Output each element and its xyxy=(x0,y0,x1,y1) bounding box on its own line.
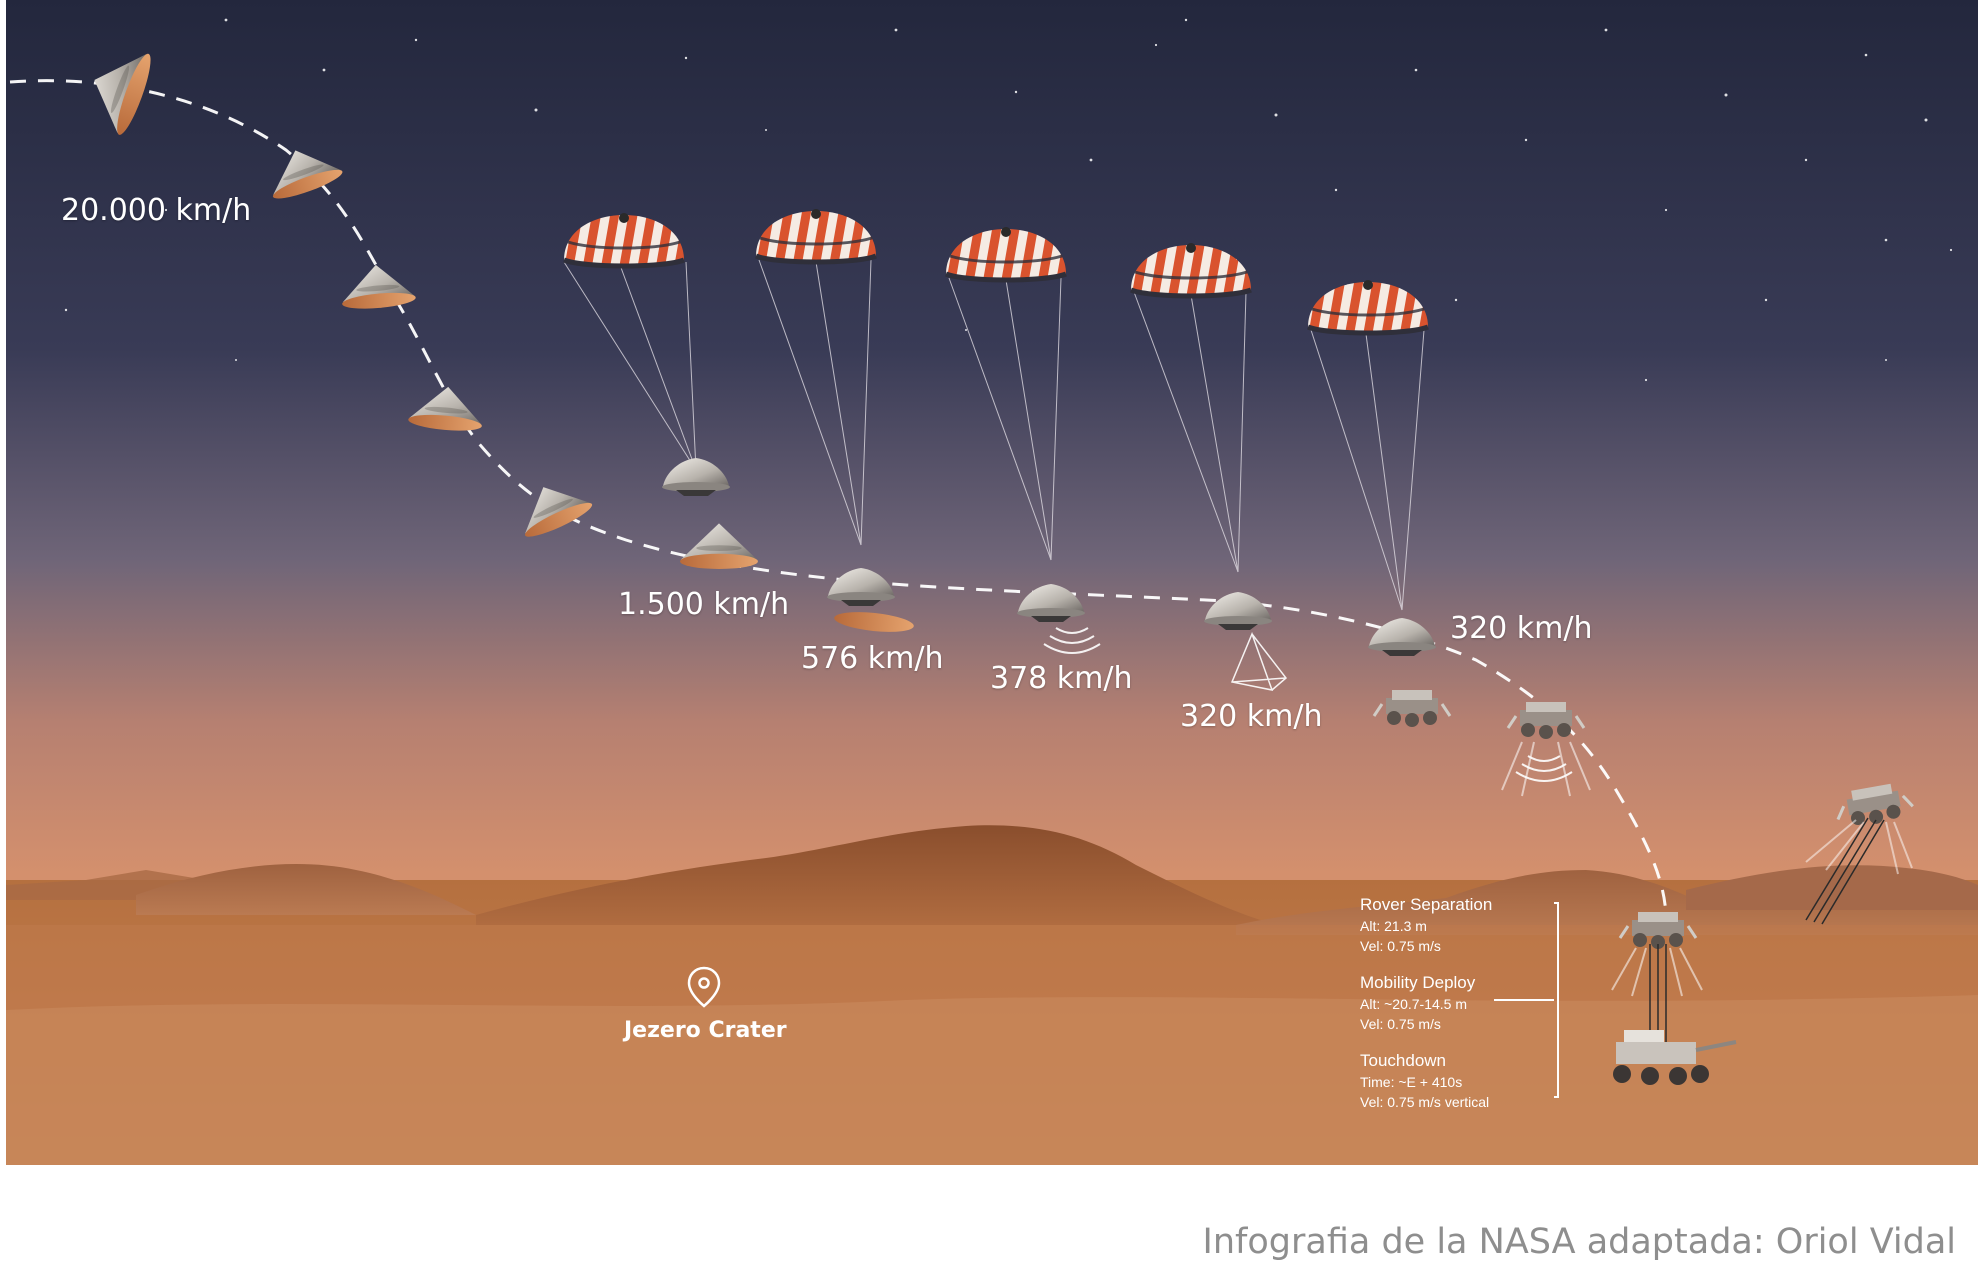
stage-mobility-deploy: Mobility Deploy Alt: ~20.7-14.5 m Vel: 0… xyxy=(1360,974,1475,1037)
speed-label-heatshield-sep: 576 km/h xyxy=(801,641,944,676)
stage-title: Touchdown xyxy=(1360,1051,1447,1070)
location-label: Jezero Crater xyxy=(624,1018,787,1043)
stage-detail: Vel: 0.75 m/s vertical xyxy=(1360,1094,1490,1110)
speed-label-entry: 20.000 km/h xyxy=(61,193,252,228)
scene-illustration xyxy=(6,0,1978,1165)
speed-label-terrain-nav: 320 km/h xyxy=(1180,699,1323,734)
stage-title: Mobility Deploy xyxy=(1360,973,1476,992)
credit-caption: Infografia de la NASA adaptada: Oriol Vi… xyxy=(1202,1222,1956,1262)
stage-rover-separation: Rover Separation Alt: 21.3 m Vel: 0.75 m… xyxy=(1360,896,1492,959)
stage-detail: Alt: 21.3 m xyxy=(1360,918,1427,934)
speed-label-radar: 378 km/h xyxy=(990,661,1133,696)
stage-detail: Vel: 0.75 m/s xyxy=(1360,1016,1441,1032)
descent-scene: 20.000 km/h 1.500 km/h 576 km/h 378 km/h… xyxy=(6,0,1978,1165)
stage-touchdown: Touchdown Time: ~E + 410s Vel: 0.75 m/s … xyxy=(1360,1052,1489,1115)
stage-detail: Time: ~E + 410s xyxy=(1360,1074,1463,1090)
speed-label-chute-deploy: 1.500 km/h xyxy=(618,587,790,622)
stage-detail: Vel: 0.75 m/s xyxy=(1360,938,1441,954)
stage-title: Rover Separation xyxy=(1360,895,1493,914)
location-pin-icon xyxy=(687,966,721,1008)
speed-label-backshell-sep: 320 km/h xyxy=(1450,611,1593,646)
stage-detail: Alt: ~20.7-14.5 m xyxy=(1360,996,1468,1012)
